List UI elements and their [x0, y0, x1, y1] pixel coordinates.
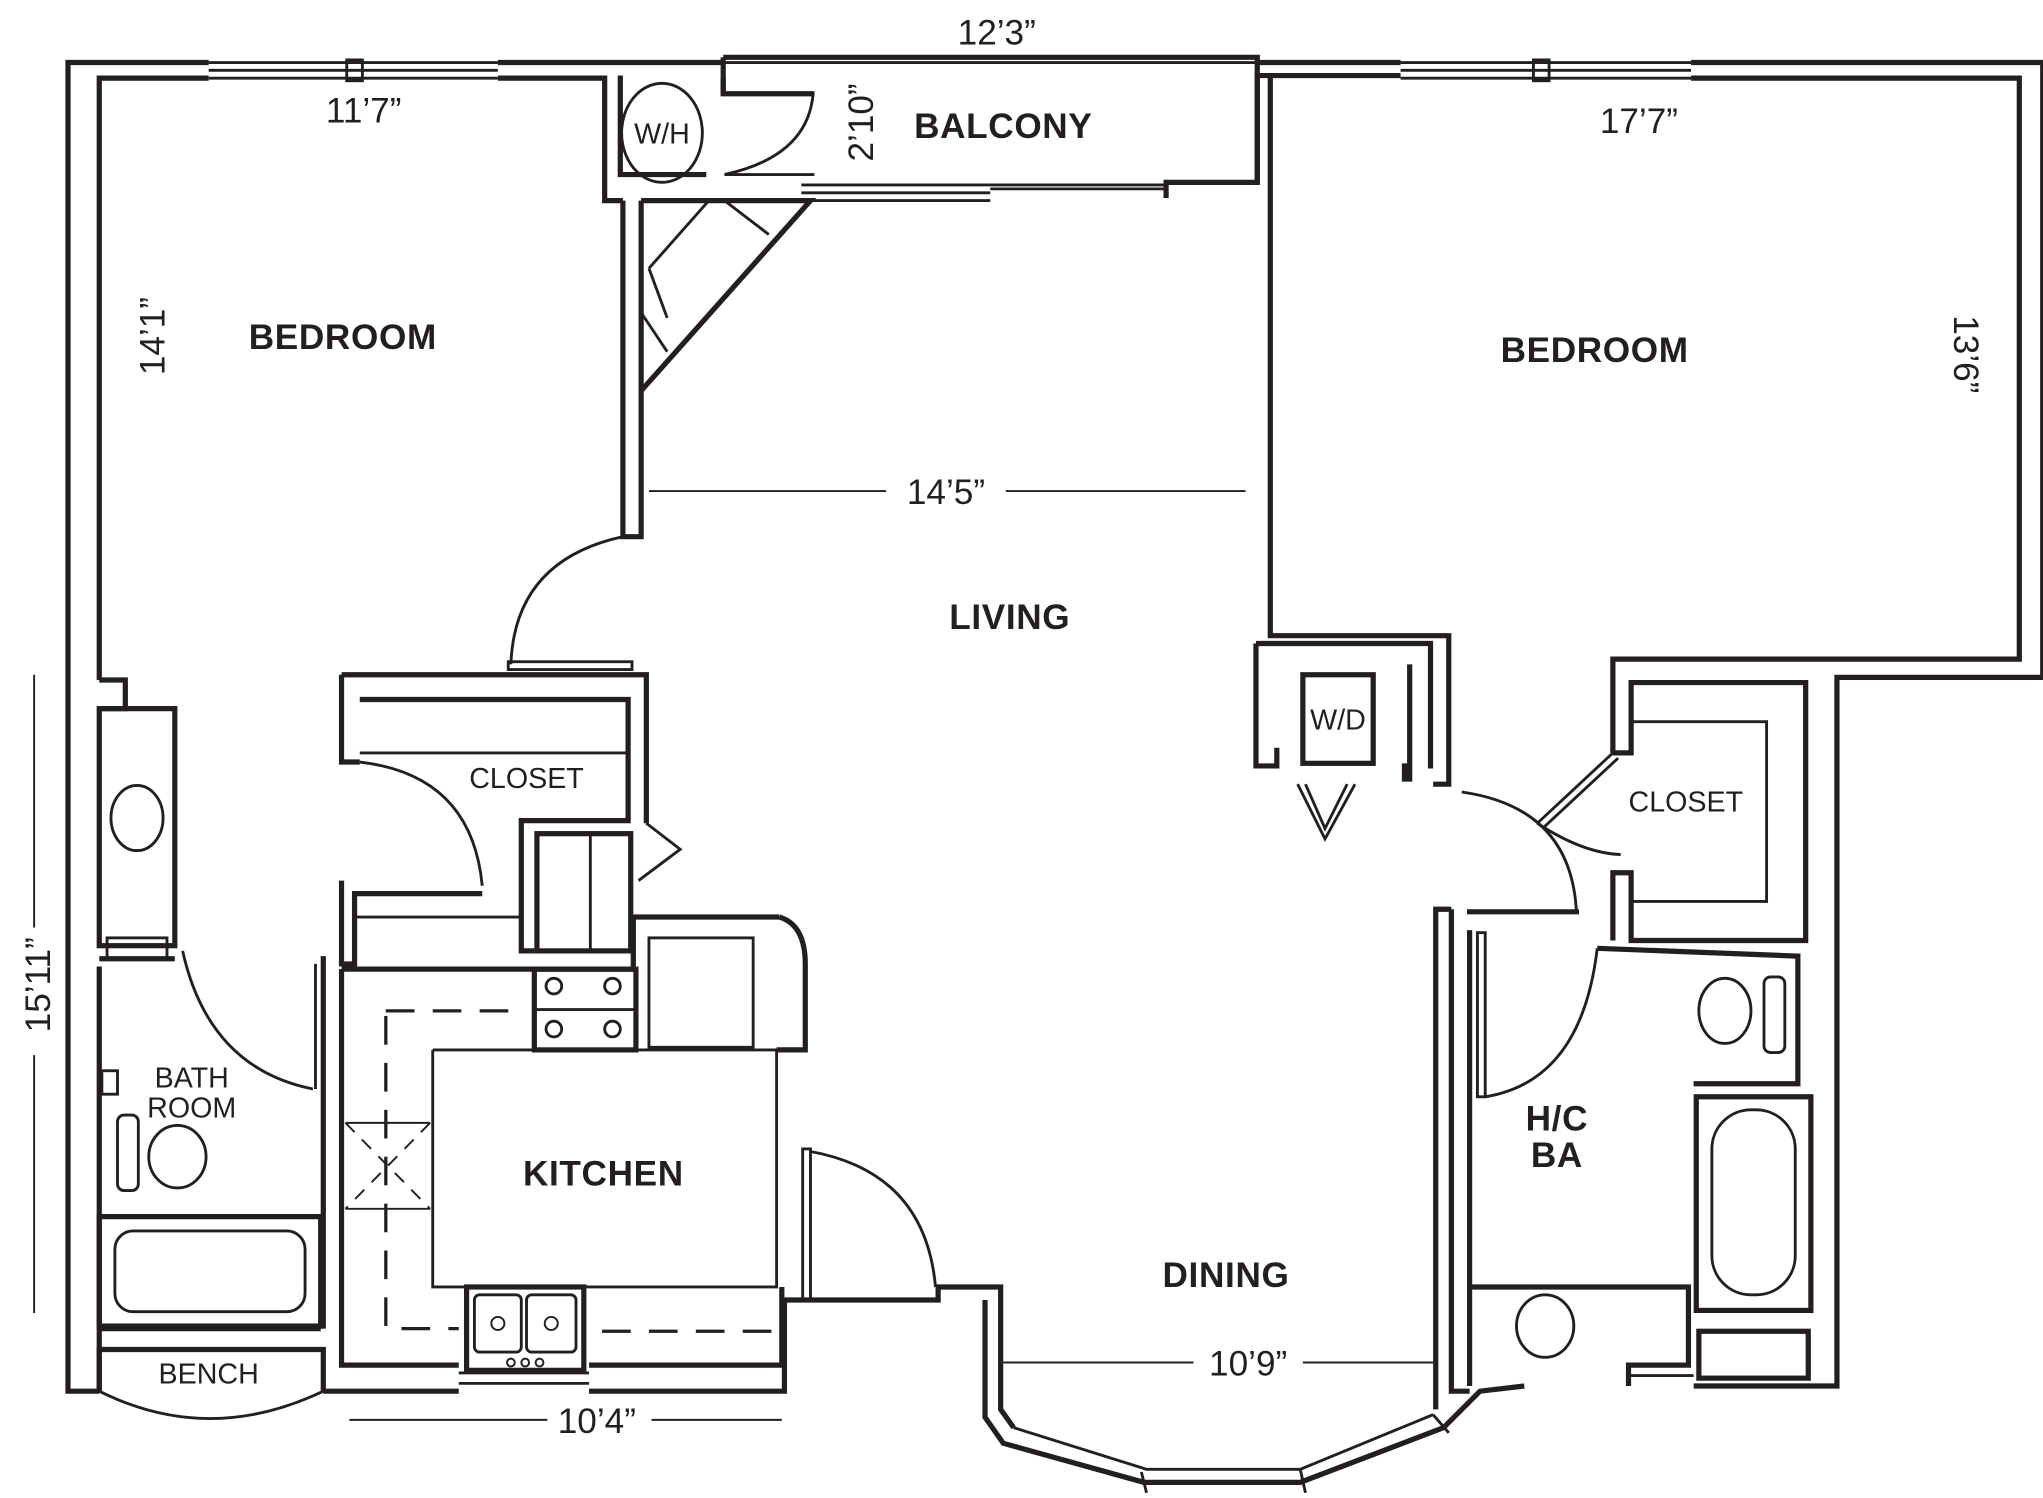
hc-ba-label-line1: H/C	[1526, 1100, 1589, 1139]
interior-walls	[96, 197, 817, 1392]
water-heater-label: W/H	[634, 118, 690, 150]
bathroom-fixtures	[96, 1069, 324, 1332]
water-heater-closet: W/H	[617, 75, 815, 184]
dim-living-width: 14’5”	[907, 473, 985, 512]
kitchen-dining-door[interactable]	[801, 1147, 937, 1302]
bench: BENCH	[96, 1346, 326, 1420]
hc-bath: H/C BA	[1448, 909, 1814, 1394]
dim-bedroom-right-depth: 13’6”	[1946, 315, 1985, 393]
dim-balcony-width: 12’3”	[958, 13, 1036, 52]
closet-left-label: CLOSET	[469, 763, 584, 795]
washer-dryer-label: W/D	[1310, 704, 1366, 736]
dim-kitchen-width: 10’4”	[558, 1402, 636, 1441]
sliding-door-living-balcony[interactable]	[801, 183, 1167, 203]
bathroom-label-line2: ROOM	[147, 1093, 236, 1125]
dim-balcony-depth: 2’10”	[842, 83, 881, 161]
bedroom-left-label: BEDROOM	[249, 318, 437, 357]
dining-label: DINING	[1163, 1256, 1290, 1295]
closet-left-door-swing[interactable]	[359, 760, 484, 886]
kitchen: KITCHEN	[323, 914, 808, 1394]
dim-bedroom-right-width: 17’7”	[1600, 102, 1678, 141]
dim-bedroom-left-width: 11’7”	[326, 91, 402, 130]
closet-right-door-swing[interactable]	[1536, 822, 1621, 856]
balcony-label: BALCONY	[914, 107, 1092, 146]
hc-ba-label-line2: BA	[1531, 1136, 1583, 1175]
bedroom-right-label: BEDROOM	[1501, 331, 1689, 370]
bathroom-door-swing[interactable]	[181, 950, 314, 1091]
bathroom-label-line1: BATH	[155, 1063, 229, 1095]
kitchen-label: KITCHEN	[523, 1154, 684, 1193]
dim-dining-width: 10’9”	[1209, 1345, 1287, 1384]
closet-right-label: CLOSET	[1629, 787, 1744, 819]
bench-label: BENCH	[159, 1358, 259, 1390]
balcony-door-swing[interactable]	[724, 92, 815, 176]
washer-dryer-closet: W/D	[1253, 640, 1434, 842]
bedroom-left-door-swing[interactable]	[509, 535, 624, 665]
window-bedroom-right	[1400, 58, 1692, 83]
living-label: LIVING	[949, 598, 1070, 637]
dim-overall-left-depth: 15’11”	[19, 937, 58, 1032]
dimension-labels: 11’7” 14’1” 12’3” 2’10” 17’7” 13’6” 14’5…	[19, 13, 1985, 1441]
bedroom-right-door-swing[interactable]	[1461, 790, 1578, 912]
dim-bedroom-left-depth: 14’1”	[133, 297, 172, 375]
window-bedroom-left	[208, 58, 498, 83]
closet-right	[1461, 679, 1809, 944]
dining-bay	[802, 906, 1525, 1494]
